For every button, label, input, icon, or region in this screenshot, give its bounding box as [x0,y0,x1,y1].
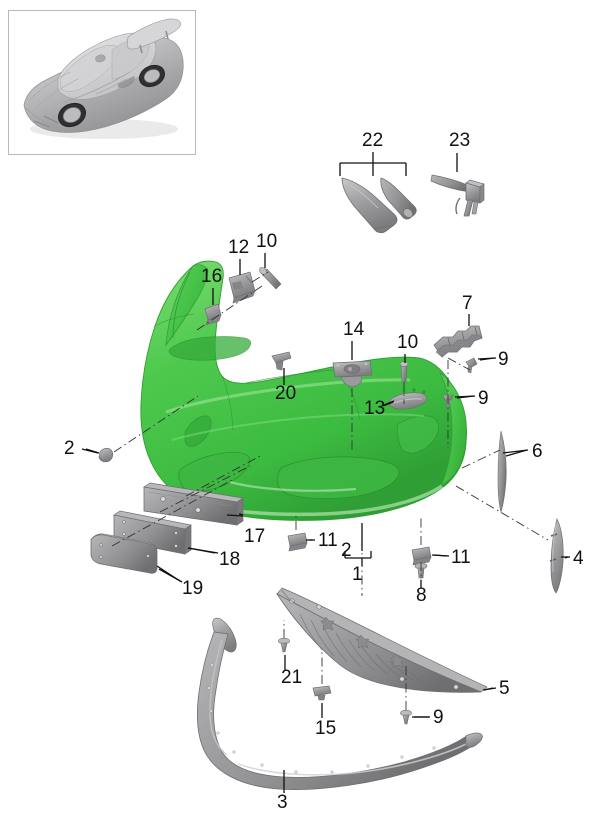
callout-16: 16 [201,266,223,287]
part-9-tapping-screw-upper [465,357,478,374]
callout-17: 17 [244,526,266,547]
part-15-panel-clip [312,685,332,701]
callout-13: 13 [364,398,386,419]
callout-9-upper: 9 [498,349,509,370]
part-3-front-spoiler-lip [196,617,483,790]
callout-18: 18 [219,549,241,570]
callout-10-toweye: 10 [397,332,419,353]
callout-2-left: 2 [64,438,75,459]
part-23-applicator-gun [430,153,485,217]
part-9-tapping-screw-middle [442,394,454,409]
callout-20: 20 [275,383,297,404]
callout-23: 23 [449,130,471,151]
part-11-retaining-clip-left [287,532,308,552]
callout-14: 14 [343,319,365,340]
part-14-tow-hook-housing [332,360,373,387]
part-1-bumper-cover-green [140,260,467,521]
part-5-underbody-cover-panel [275,587,488,693]
callout-22: 22 [362,130,384,151]
part-2-bumper-cover-grommet-left [98,447,114,463]
callout-4: 4 [573,548,584,569]
part-10-screw-top [259,267,282,290]
vehicle-thumbnail-art [23,18,184,139]
callout-19: 19 [182,578,204,599]
part-21-tapping-screw-spoiler [278,637,290,653]
callout-9-middle: 9 [478,388,489,409]
callout-11-right: 11 [451,547,471,568]
callout-7: 7 [462,293,473,314]
callout-21: 21 [281,667,303,688]
callout-10-top: 10 [256,231,278,252]
part-19-license-plate-holder-cover [90,533,158,574]
part-9-tapping-screw-lower [400,709,412,725]
part-17-license-plate-base-plate [143,482,244,526]
assembly-center-lines [111,271,549,710]
callout-8: 8 [416,585,427,606]
part-6-side-trim-strip-upper [497,430,507,514]
part-12-mounting-bracket-upper [228,271,256,304]
callout-5: 5 [499,678,510,699]
callout-3: 3 [277,792,288,813]
callout-12: 12 [228,237,250,258]
callout-9-lower: 9 [433,707,444,728]
callout-11-left: 11 [318,530,338,551]
part-20-clip-fastener [271,351,292,371]
callout-6: 6 [532,441,543,462]
part-11-retaining-clip-right [411,546,432,566]
part-22-adhesive-cartridge-and-nozzle [339,152,417,234]
callout-1: 1 [352,564,363,585]
part-4-side-trim-strip-right [549,518,564,594]
part-7-bumper-guide-rail-bracket [433,325,483,358]
leader-lines-secondary [85,357,570,718]
part-13-tow-eye-cover-flap [388,392,428,410]
part-18-license-plate-carrier [113,510,192,555]
part-10-screw-tow-eye [399,361,409,383]
callout-2-center: 2 [341,540,352,561]
callout-15: 15 [315,718,337,739]
